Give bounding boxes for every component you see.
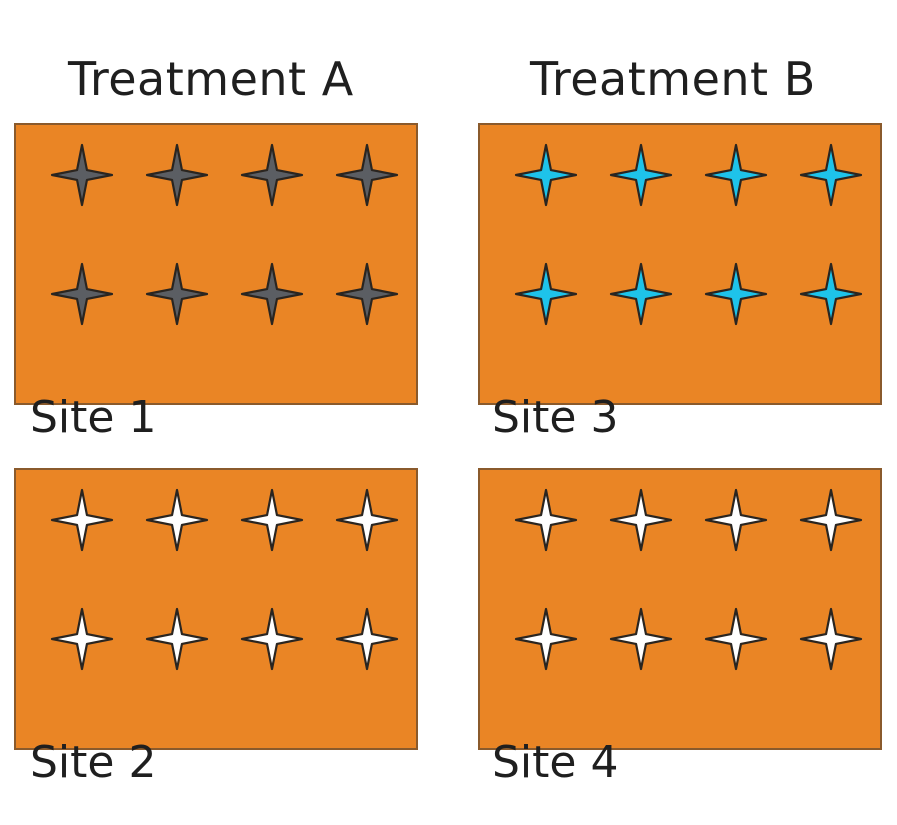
four-point-star-icon	[145, 143, 209, 207]
star-grid	[50, 488, 399, 671]
four-point-star-icon	[240, 262, 304, 326]
four-point-star-icon	[514, 488, 578, 552]
four-point-star-icon	[50, 262, 114, 326]
panel-site-4	[478, 468, 882, 750]
four-point-star-icon	[799, 143, 863, 207]
site-label-3: Site 3	[492, 392, 619, 443]
four-point-star-icon	[609, 488, 673, 552]
four-point-star-icon	[335, 143, 399, 207]
four-point-star-icon	[514, 607, 578, 671]
four-point-star-icon	[514, 262, 578, 326]
four-point-star-icon	[799, 488, 863, 552]
four-point-star-icon	[609, 262, 673, 326]
four-point-star-icon	[240, 143, 304, 207]
panel-site-1	[14, 123, 418, 405]
panel-site-2	[14, 468, 418, 750]
four-point-star-icon	[704, 488, 768, 552]
four-point-star-icon	[50, 488, 114, 552]
four-point-star-icon	[609, 607, 673, 671]
four-point-star-icon	[704, 143, 768, 207]
star-grid	[50, 143, 399, 326]
four-point-star-icon	[50, 143, 114, 207]
heading-treatment-a: Treatment A	[68, 52, 354, 106]
four-point-star-icon	[335, 488, 399, 552]
star-grid	[514, 143, 863, 326]
four-point-star-icon	[240, 488, 304, 552]
star-grid	[514, 488, 863, 671]
four-point-star-icon	[145, 262, 209, 326]
four-point-star-icon	[514, 143, 578, 207]
four-point-star-icon	[609, 143, 673, 207]
four-point-star-icon	[799, 262, 863, 326]
site-label-1: Site 1	[30, 392, 157, 443]
four-point-star-icon	[240, 607, 304, 671]
site-label-4: Site 4	[492, 737, 619, 788]
panel-site-3	[478, 123, 882, 405]
four-point-star-icon	[145, 488, 209, 552]
four-point-star-icon	[50, 607, 114, 671]
four-point-star-icon	[799, 607, 863, 671]
four-point-star-icon	[145, 607, 209, 671]
four-point-star-icon	[335, 607, 399, 671]
heading-treatment-b: Treatment B	[530, 52, 816, 106]
four-point-star-icon	[704, 262, 768, 326]
four-point-star-icon	[704, 607, 768, 671]
site-label-2: Site 2	[30, 737, 157, 788]
four-point-star-icon	[335, 262, 399, 326]
